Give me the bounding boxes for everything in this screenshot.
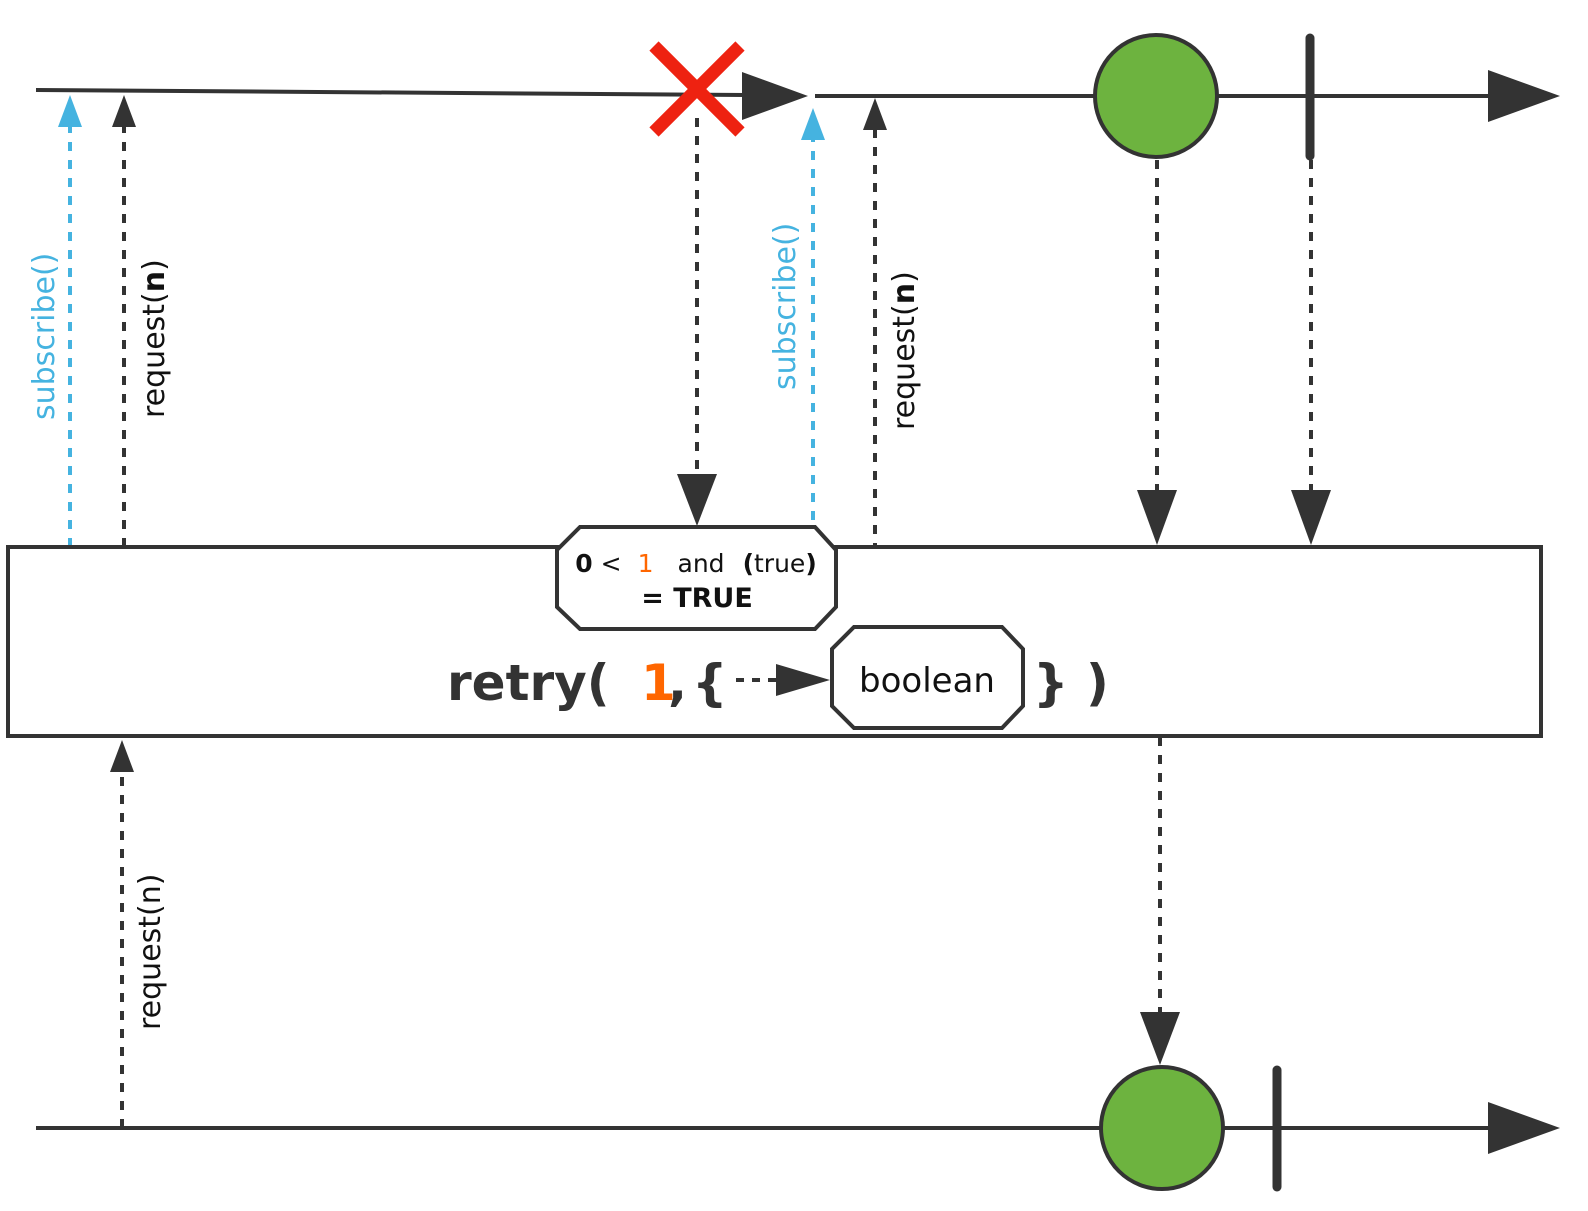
error-propagation-arrow [677,118,717,526]
first-request-label: request(n) [137,259,172,418]
second-request-label: request(n) [887,271,922,430]
operator-open-brace: { [692,654,728,712]
emission-to-operator-arrow [1137,160,1177,545]
completion-to-operator-arrow [1291,160,1331,545]
second-subscribe-label: subscribe() [768,223,803,390]
emission-to-downstream-arrow [1140,737,1180,1065]
operator-close: } ) [1033,654,1109,712]
first-subscribe-arrow [58,95,82,547]
first-request-arrow [112,95,136,547]
error-icon [649,41,745,137]
operator-separator: , [668,654,687,712]
upstream-timeline-first [35,72,808,120]
downstream-timeline [36,1102,1560,1154]
second-subscribe-arrow [801,108,825,520]
downstream-emission-marble [1099,1065,1225,1191]
first-subscribe-label: subscribe() [27,253,62,420]
downstream-request-arrow [110,740,134,1128]
operator-retry-count: 1 [641,654,676,712]
svg-text:boolean: boolean [859,661,995,701]
downstream-request-label: request(n) [133,874,168,1030]
svg-text:= TRUE: = TRUE [641,583,753,614]
second-request-arrow [863,98,887,552]
operator-name: retry( [447,654,610,712]
upstream-emission-marble [1093,33,1219,159]
predicate-box: boolean [830,625,1025,730]
predicate-arrow [736,664,830,696]
